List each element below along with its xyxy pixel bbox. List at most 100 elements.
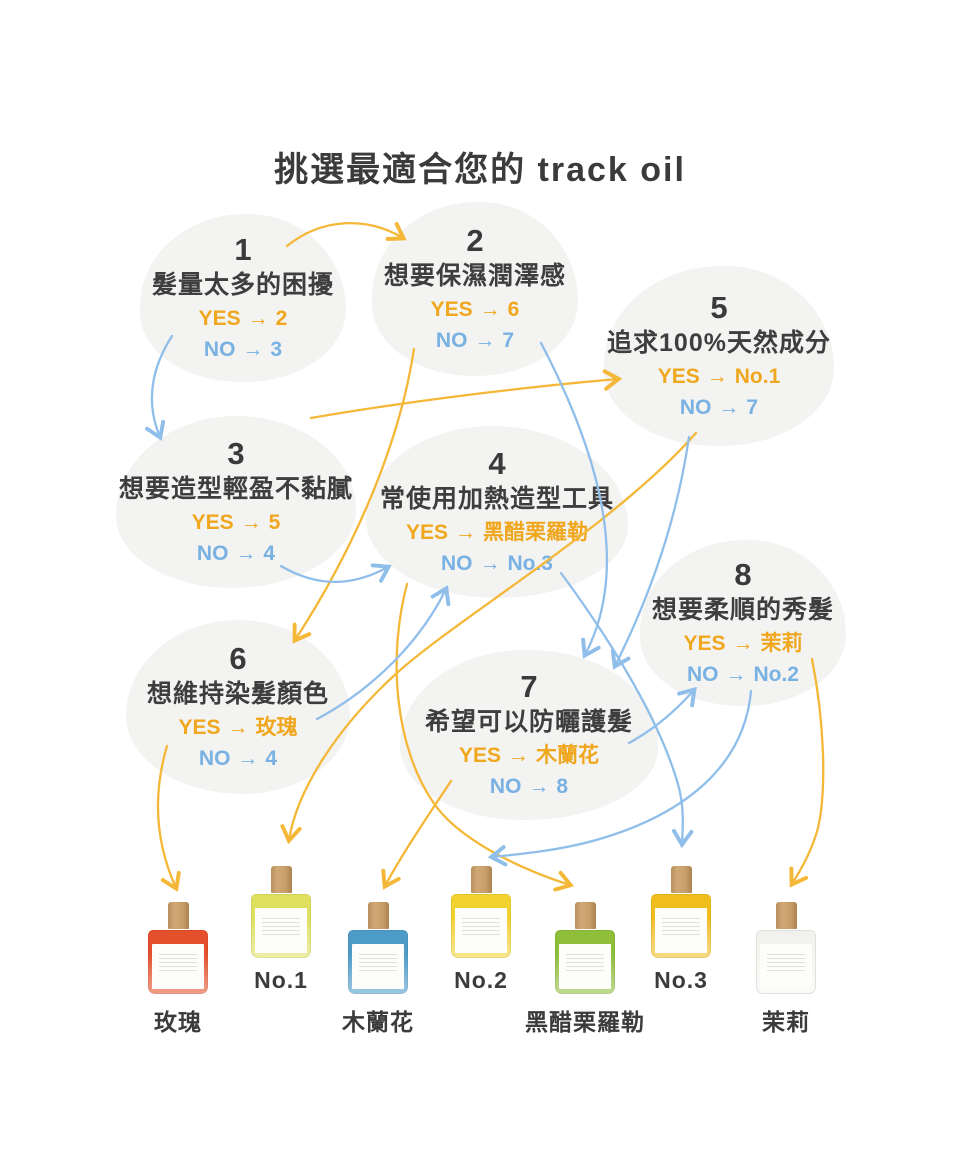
question-bubble-2: 2 想要保濕潤澤感 YES→6 NO→7 xyxy=(372,202,578,376)
bubble-number: 5 xyxy=(710,289,728,325)
bubble-question: 想要柔順的秀髮 xyxy=(651,596,834,625)
arrow-glyph: → xyxy=(706,364,728,388)
no-answer: NO→7 xyxy=(436,327,514,355)
bubble-question: 想要造型輕盈不黏膩 xyxy=(118,475,353,504)
product-name: 茉莉 xyxy=(762,1009,810,1035)
bottle xyxy=(451,866,511,958)
bottle xyxy=(148,902,208,994)
label-fine-print xyxy=(566,954,604,971)
bottle xyxy=(348,902,408,994)
question-bubble-3: 3 想要造型輕盈不黏膩 YES→5 NO→4 xyxy=(116,416,356,588)
bottle-cap xyxy=(470,866,492,893)
bubble-question: 追求100%天然成分 xyxy=(607,329,831,358)
arrow-glyph: → xyxy=(732,631,754,655)
bottle-label xyxy=(559,944,611,989)
product-name: 木蘭花 xyxy=(342,1009,414,1035)
no-answer: NO→No.2 xyxy=(687,661,799,689)
bottle-label xyxy=(152,944,204,989)
bubble-question: 常使用加熱造型工具 xyxy=(379,485,614,514)
product-jasmine: 茉莉 xyxy=(731,902,841,1037)
product-no1: No.1 xyxy=(226,866,336,994)
bubble-number: 8 xyxy=(734,556,752,592)
yes-answer: YES→茉莉 xyxy=(683,630,802,658)
no-answer: NO→4 xyxy=(199,745,277,773)
bottle-body xyxy=(651,894,711,958)
yes-answer: YES→5 xyxy=(192,509,281,537)
question-bubble-4: 4 常使用加熱造型工具 YES→黑醋栗羅勒 NO→No.3 xyxy=(366,426,628,598)
no-target: 8 xyxy=(556,775,569,799)
bottle-label xyxy=(255,908,307,953)
yes-answer: YES→2 xyxy=(199,305,288,333)
bottle-cap xyxy=(775,902,797,929)
no-target: 3 xyxy=(270,338,283,362)
no-target: No.3 xyxy=(507,552,553,576)
bubble-number: 2 xyxy=(466,222,484,258)
product-name: No.3 xyxy=(654,967,708,993)
product-blackcurrant-basil: 黑醋栗羅勒 xyxy=(525,902,644,1037)
yes-target: 黑醋栗羅勒 xyxy=(483,520,589,544)
bubble-question: 想維持染髮顏色 xyxy=(146,680,329,709)
bubble-question: 希望可以防曬護髮 xyxy=(424,708,633,737)
bottle-body xyxy=(451,894,511,958)
label-fine-print xyxy=(767,954,805,971)
yes-answer: YES→木蘭花 xyxy=(459,742,599,770)
bubble-number: 1 xyxy=(234,231,252,267)
question-bubble-8: 8 想要柔順的秀髮 YES→茉莉 NO→No.2 xyxy=(640,540,846,706)
arrow-glyph: → xyxy=(528,775,550,799)
no-target: 4 xyxy=(265,747,278,771)
no-target: 4 xyxy=(263,542,276,566)
bottle-cap xyxy=(367,902,389,929)
no-answer: NO→3 xyxy=(204,336,282,364)
arrow-glyph: → xyxy=(235,542,257,566)
bubble-number: 7 xyxy=(520,668,538,704)
product-magnolia: 木蘭花 xyxy=(323,902,433,1037)
bottle-body xyxy=(348,930,408,994)
yes-target: 2 xyxy=(275,306,288,330)
arrow-glyph: → xyxy=(247,306,269,330)
yes-target: 6 xyxy=(507,297,520,321)
question-bubble-7: 7 希望可以防曬護髮 YES→木蘭花 NO→8 xyxy=(400,650,658,820)
bottle xyxy=(756,902,816,994)
bottle-body xyxy=(148,930,208,994)
label-fine-print xyxy=(262,918,300,935)
bottle xyxy=(555,902,615,994)
yes-answer: YES→黑醋栗羅勒 xyxy=(406,519,588,547)
no-answer: NO→4 xyxy=(197,540,275,568)
arrow-glyph: → xyxy=(474,329,496,353)
arrow-glyph: → xyxy=(718,396,740,420)
arrow-glyph: → xyxy=(237,747,259,771)
bottle-label xyxy=(352,944,404,989)
arrow-glyph: → xyxy=(242,338,264,362)
label-fine-print xyxy=(662,918,700,935)
label-fine-print xyxy=(359,954,397,971)
product-name: 黑醋栗羅勒 xyxy=(525,1009,645,1035)
bubble-question: 想要保濕潤澤感 xyxy=(383,262,566,291)
page-title: 挑選最適合您的 track oil xyxy=(274,151,686,189)
bottle-label xyxy=(655,908,707,953)
product-name: No.1 xyxy=(254,967,308,993)
bottle-cap xyxy=(574,902,596,929)
bubble-question: 髮量太多的困擾 xyxy=(151,271,334,300)
bubble-number: 4 xyxy=(488,445,506,481)
product-rose: 玫瑰 xyxy=(123,902,233,1037)
yes-answer: YES→6 xyxy=(431,296,520,324)
bottle xyxy=(651,866,711,958)
product-no3: No.3 xyxy=(626,866,736,994)
arrow-glyph: → xyxy=(455,520,477,544)
bottle-body xyxy=(756,930,816,994)
bottle-cap xyxy=(167,902,189,929)
product-name: 玫瑰 xyxy=(154,1009,202,1035)
bottle xyxy=(251,866,311,958)
yes-target: 玫瑰 xyxy=(255,715,298,739)
no-target: No.2 xyxy=(753,663,799,687)
product-no2: No.2 xyxy=(426,866,536,994)
arrow-glyph: → xyxy=(227,715,249,739)
yes-target: 木蘭花 xyxy=(536,743,600,767)
no-target: 7 xyxy=(746,396,759,420)
bubble-number: 6 xyxy=(229,640,247,676)
arrow-glyph: → xyxy=(508,743,530,767)
bottle-label xyxy=(760,944,812,989)
label-fine-print xyxy=(159,954,197,971)
no-target: 7 xyxy=(502,329,515,353)
